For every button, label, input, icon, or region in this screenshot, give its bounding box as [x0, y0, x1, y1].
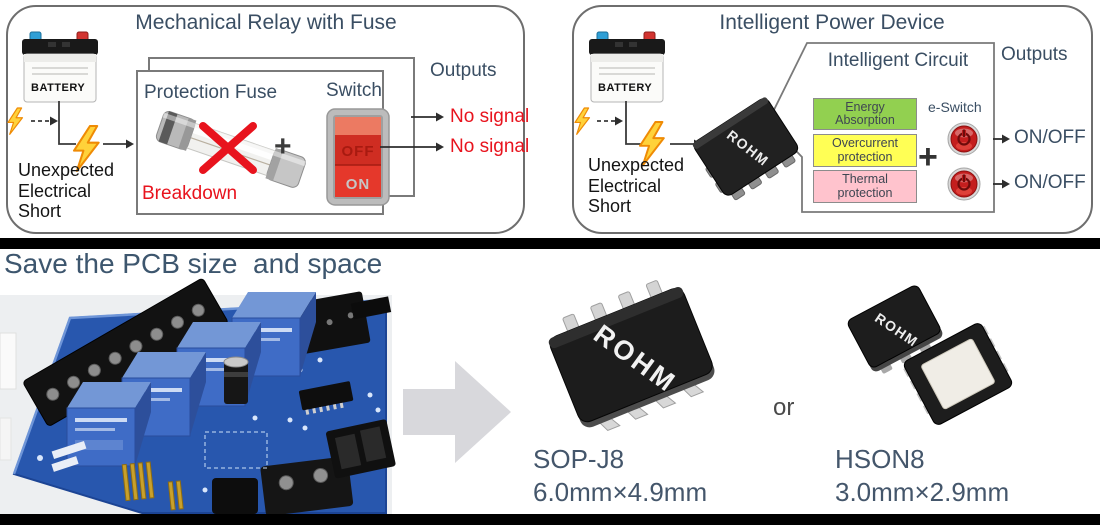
lightning-small-right-icon [574, 107, 591, 135]
eswitch-label: e-Switch [928, 99, 982, 115]
left-panel-title: Mechanical Relay with Fuse [135, 11, 397, 34]
ic-chip [298, 381, 354, 415]
left-outputs-label: Outputs [430, 60, 497, 81]
right-outputs-label: Outputs [1001, 44, 1068, 65]
arrowhead [50, 116, 58, 126]
package-sop-j8-label: SOP-J8 6.0mm×4.9mm [533, 443, 707, 508]
caption-line: Short [18, 201, 62, 222]
package-size: 3.0mm×2.9mm [835, 476, 1010, 507]
output-terminal [260, 456, 354, 516]
header-connector [326, 419, 396, 479]
feature-label: Energy Absorption [835, 99, 895, 127]
feature-energy-absorption: Energy Absorption [813, 98, 917, 130]
rocker-switch-image: OFF ON [326, 108, 390, 206]
caption-line: Unexpected [588, 155, 685, 175]
no-signal-label-2: No signal [450, 136, 530, 157]
hson8-package-image: ROHM [847, 285, 1013, 425]
switch-on-label: ON [346, 176, 371, 193]
sop-j8-package-image: ROHM [548, 280, 715, 432]
battery-right-label: BATTERY [598, 82, 652, 94]
switch-off-label: OFF [342, 143, 375, 160]
transition-arrow-icon [403, 361, 511, 463]
silkscreen-outline [204, 431, 268, 469]
arrowhead [1002, 179, 1010, 189]
capacitor [223, 356, 249, 404]
gold-pins [121, 461, 184, 511]
left-short-caption: Unexpected Electrical Short [18, 160, 114, 222]
bottom-divider-bar [0, 514, 1100, 525]
protection-fuse-label: Protection Fuse [144, 82, 278, 103]
plus-sign-left: + [274, 130, 292, 163]
battery-left-icon: BATTERY [21, 31, 99, 103]
caption-line: Short [588, 196, 632, 217]
no-signal-label-1: No signal [450, 106, 530, 127]
breakdown-x-icon [199, 122, 257, 174]
right-short-caption: Unexpected Electrical Short [588, 155, 684, 217]
caption-line: Electrical [588, 175, 662, 196]
power-button-icon [946, 121, 982, 157]
left-wires [31, 101, 126, 145]
terminal-strip [23, 278, 228, 426]
plus-sign-right: + [918, 138, 938, 176]
package-name: SOP-J8 [533, 444, 625, 474]
arrowhead [126, 139, 134, 149]
board-logo-mark [51, 440, 87, 472]
arrowhead [615, 116, 623, 126]
onoff-label-2: ON/OFF [1014, 172, 1086, 193]
feature-label: Overcurrent protection [832, 136, 898, 164]
or-label: or [773, 394, 795, 421]
feature-label: Thermal protection [837, 172, 893, 200]
right-output-lines [993, 138, 1002, 185]
breakdown-label: Breakdown [142, 183, 238, 204]
intelligent-circuit-title: Intelligent Circuit [827, 50, 969, 71]
ipd-chip-image [692, 97, 799, 201]
package-size: 6.0mm×4.9mm [533, 476, 708, 507]
top-divider-bar [0, 238, 1100, 249]
onoff-label-1: ON/OFF [1014, 127, 1086, 148]
package-name: HSON8 [835, 444, 925, 474]
dc-jack [212, 478, 258, 514]
switch-caption: Switch [326, 80, 382, 101]
package-hson8-label: HSON8 3.0mm×2.9mm [835, 443, 1009, 508]
feature-overcurrent-protection: Overcurrent protection [813, 134, 917, 167]
battery-left-label: BATTERY [31, 82, 85, 94]
relay-board-photo [0, 278, 396, 516]
power-button-icon [946, 166, 982, 202]
feature-thermal-protection: Thermal protection [813, 170, 917, 203]
caption-line: Electrical [18, 180, 92, 201]
lightning-small-left-icon [7, 107, 24, 135]
section-heading: Save the PCB size and space [4, 248, 383, 279]
arrowhead [436, 112, 444, 122]
left-output-lines [380, 116, 436, 148]
battery-right-icon: BATTERY [588, 31, 666, 103]
caption-line: Unexpected [18, 160, 115, 180]
arrowhead [1002, 134, 1010, 144]
right-wires [597, 101, 694, 145]
right-panel-title: Intelligent Power Device [719, 11, 945, 34]
arrowhead [436, 142, 444, 152]
